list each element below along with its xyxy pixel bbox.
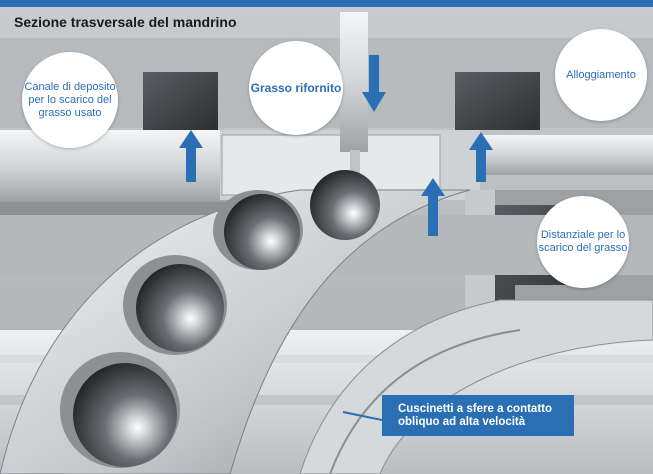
page-title: Sezione trasversale del mandrino (14, 14, 237, 30)
label-deposit-channel: Canale di deposito per lo scarico del gr… (22, 52, 118, 148)
up-arrow-icon (421, 178, 445, 236)
label-refill-grease: Grasso rifornito (249, 41, 343, 135)
label-spacer-text: Distanziale per lo scarico del grasso (538, 229, 628, 254)
label-housing: Alloggiamento (555, 29, 647, 121)
title-bar-accent (0, 0, 653, 7)
label-spacer: Distanziale per lo scarico del grasso (537, 196, 629, 288)
label-refill-grease-text: Grasso rifornito (250, 80, 342, 95)
label-bearings: Cuscinetti a sfere a contatto obliquo ad… (398, 403, 553, 428)
up-arrow-icon (179, 130, 203, 182)
label-housing-text: Alloggiamento (566, 68, 636, 81)
down-arrow-icon (362, 55, 386, 112)
label-deposit-channel-text: Canale di deposito per lo scarico del gr… (24, 80, 116, 119)
up-arrow-icon (469, 132, 493, 182)
